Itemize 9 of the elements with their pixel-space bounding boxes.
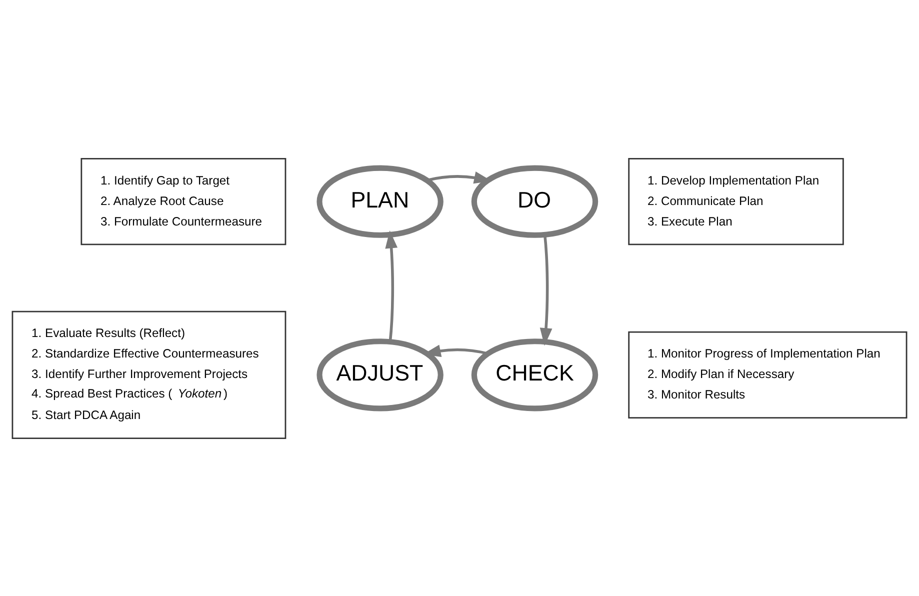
node-box: 1. Evaluate Results (Reflect) 2. Standardize Effective Countermeasures 3. Identify Further Improvement Projects 4. Spread Best Practices (Yokoten) 5. Start PDCA Again xyxy=(12,310,286,438)
node-box: 1. Monitor Progress of Implementation Plan 2. Modify Plan if Necessary 3. Monitor Results xyxy=(628,330,908,418)
node-ellipse: CHECK xyxy=(471,338,598,411)
arrow xyxy=(540,234,552,346)
arrow xyxy=(426,171,492,184)
arrow xyxy=(385,230,398,342)
node-ellipse: PLAN xyxy=(316,164,444,238)
node-box: 1. Develop Implementation Plan 2. Communicate Plan 3. Execute Plan xyxy=(628,158,844,245)
node-box: 1. Identify Gap to Target 2. Analyze Root Cause 3. Formulate Countermeasure xyxy=(80,158,286,245)
